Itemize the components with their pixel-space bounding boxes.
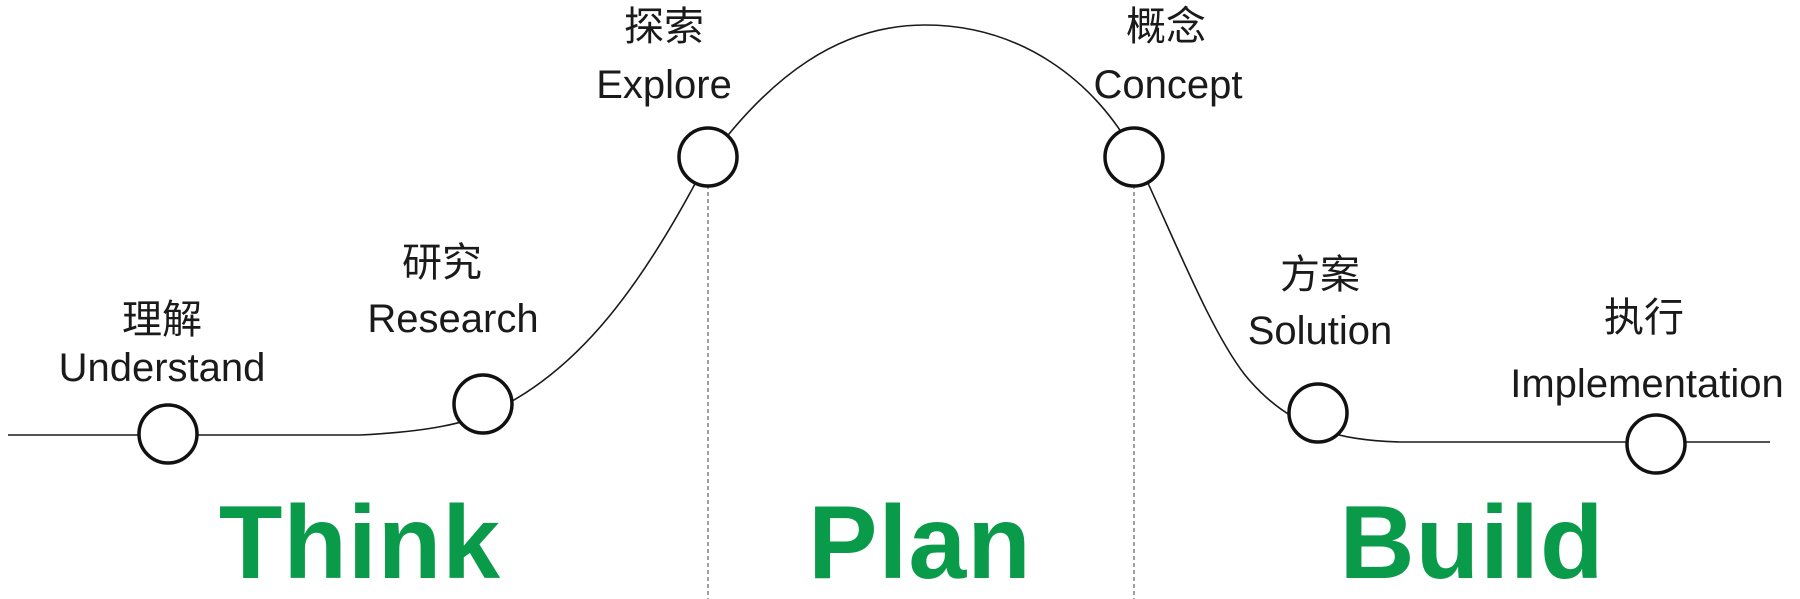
stage-label-implementation-cn: 执行 [1604,295,1684,341]
phase-label-think: Think [219,485,501,599]
stage-label-understand-en: Understand [59,346,266,390]
stage-node-concept [1103,126,1165,188]
stage-node-solution [1287,382,1349,444]
process-curve [8,24,1770,443]
stage-label-solution-cn: 方案 [1280,252,1360,298]
stage-label-concept-en: Concept [1094,63,1243,107]
stage-label-solution-en: Solution [1248,309,1393,353]
stage-label-explore-en: Explore [596,63,732,107]
stage-node-explore [677,126,739,188]
stage-label-implementation-en: Implementation [1510,362,1783,406]
stage-node-implementation [1625,413,1687,475]
stage-label-understand-cn: 理解 [122,297,202,343]
stage-label-research-en: Research [367,297,538,341]
stage-label-explore-cn: 探索 [624,4,704,50]
phase-label-plan: Plan [808,485,1032,599]
stage-label-concept-cn: 概念 [1126,4,1206,50]
stage-node-research [452,373,514,435]
stage-node-understand [137,403,199,465]
stage-label-research-cn: 研究 [402,240,482,286]
phase-label-build: Build [1340,485,1605,599]
